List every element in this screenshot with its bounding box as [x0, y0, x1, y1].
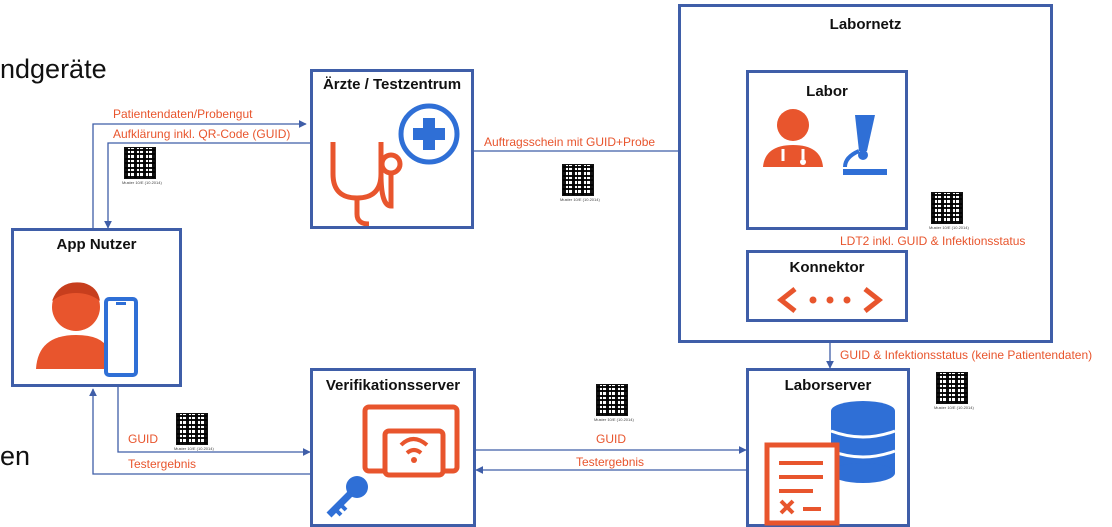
qr-caption: Muster 10/E (10.2014)	[929, 225, 969, 230]
qr-code-icon	[176, 413, 208, 445]
qr-code-icon	[936, 372, 968, 404]
aerzte-box: Ärzte / Testzentrum	[310, 69, 474, 229]
server-key-icon	[326, 404, 460, 518]
database-report-icon	[764, 401, 896, 526]
label-guid-mid: GUID	[596, 432, 626, 446]
label-testergebnis-left: Testergebnis	[128, 457, 197, 471]
labor-title: Labor	[806, 83, 848, 100]
qr-code-icon	[562, 164, 594, 196]
verifikationsserver-box: Verifikationsserver	[310, 368, 476, 527]
label-aufklaerung: Aufklärung inkl. QR-Code (GUID)	[113, 127, 291, 141]
konnektor-box: Konnektor	[746, 250, 908, 322]
labor-box: Labor	[746, 70, 908, 230]
label-testergebnis-mid: Testergebnis	[576, 455, 645, 469]
aerzte-title: Ärzte / Testzentrum	[322, 76, 462, 93]
label-guid-left: GUID	[128, 432, 158, 446]
qr-caption: Muster 10/E (10.2014)	[594, 417, 634, 422]
connector-arrows-icon	[777, 287, 883, 313]
edge-patientendaten	[92, 120, 307, 230]
user-smartphone-icon	[36, 282, 138, 377]
edge-guid-left	[117, 387, 311, 456]
verifikationsserver-title: Verifikationsserver	[325, 377, 461, 394]
qr-caption: Muster 10/E (10.2014)	[934, 405, 974, 410]
cutoff-heading-bottom: en	[0, 441, 31, 471]
konnektor-title: Konnektor	[789, 259, 865, 276]
label-guid-infektion: GUID & Infektionsstatus (keine Patienten…	[840, 348, 1093, 362]
app-nutzer-box: App Nutzer	[11, 228, 182, 387]
edge-aufklaerung	[104, 142, 310, 229]
edge-testergebnis-left	[89, 388, 310, 475]
qr-code-icon	[124, 147, 156, 179]
label-patientendaten: Patientendaten/Probengut	[113, 107, 253, 121]
lab-scientist-microscope-icon	[763, 109, 887, 175]
qr-caption: Muster 10/E (10.2014)	[174, 446, 214, 451]
cutoff-heading-top: ndgeräte	[0, 54, 107, 84]
qr-caption: Muster 10/E (10.2014)	[122, 180, 162, 185]
label-ldt2: LDT2 inkl. GUID & Infektionsstatus	[840, 234, 1026, 248]
laborserver-title: Laborserver	[784, 377, 872, 394]
qr-caption: Muster 10/E (10.2014)	[560, 197, 600, 202]
qr-code-icon	[931, 192, 963, 224]
qr-code-icon	[596, 384, 628, 416]
laborserver-box: Laborserver	[746, 368, 910, 527]
stethoscope-medical-icon	[330, 103, 460, 226]
labornetz-title: Labornetz	[829, 16, 902, 33]
app-nutzer-title: App Nutzer	[56, 236, 137, 253]
label-auftragsschein: Auftragsschein mit GUID+Probe	[484, 135, 656, 149]
